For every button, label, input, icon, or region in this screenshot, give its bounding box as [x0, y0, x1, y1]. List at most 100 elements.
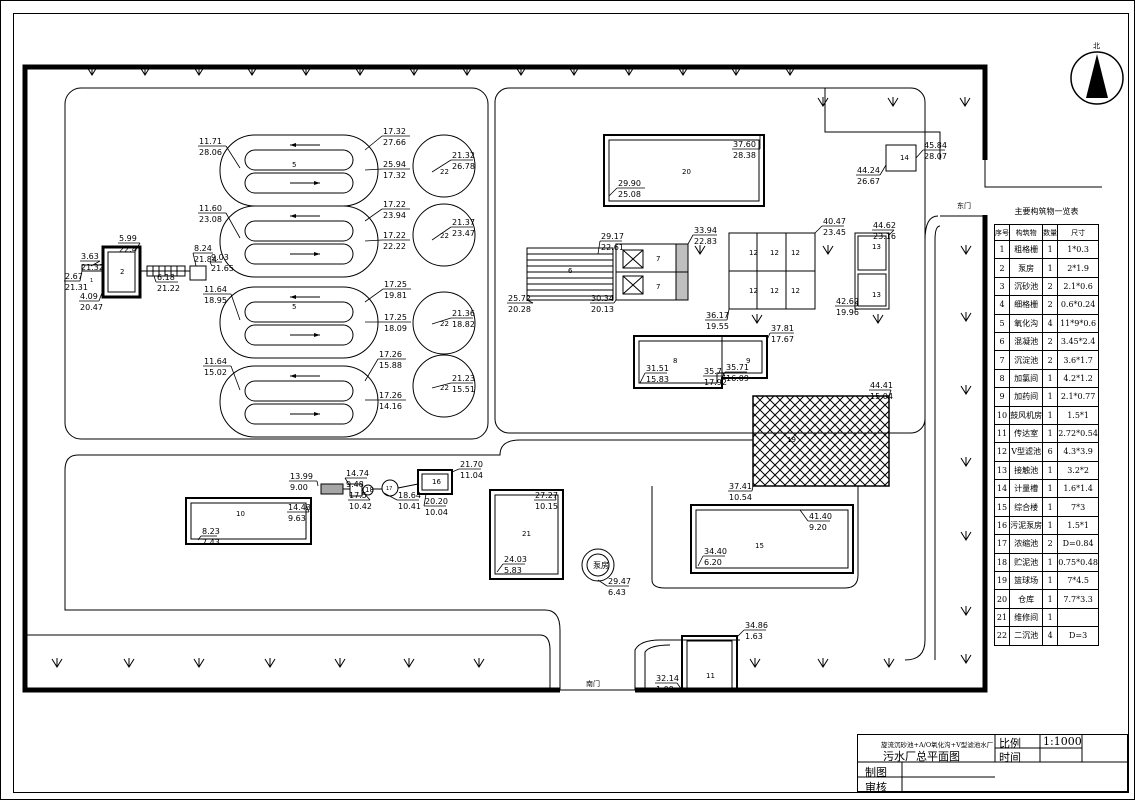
flow-arrows: [290, 143, 320, 416]
elevation-label: 28.38: [733, 151, 756, 160]
road-south: [78, 439, 753, 456]
elevation-label: 10.04: [425, 508, 448, 517]
table-cell: 二沉池: [1009, 626, 1044, 646]
elevation-label: 21.22: [157, 284, 180, 293]
elevation-label: 9.63: [288, 514, 306, 523]
building-number: 22: [440, 320, 449, 328]
flow-arrow: [314, 412, 320, 416]
elevation-label: 14.16: [379, 402, 402, 411]
elevation-label: 6.20: [704, 558, 722, 567]
leader-line: [79, 270, 83, 282]
building-number: 10: [236, 510, 245, 518]
building-number: 2: [120, 268, 124, 276]
flow-arrow: [314, 181, 320, 185]
elevation-label: 18.09: [384, 324, 407, 333]
sludge-pump-house: [417, 469, 453, 495]
elevation-label: 21.31: [65, 283, 88, 292]
v-filters: [728, 232, 816, 310]
leader-line: [362, 491, 371, 501]
table-cell: 加氯间: [1009, 368, 1044, 389]
table-cell: 1: [1042, 589, 1059, 609]
elevation-label: 17.22: [383, 200, 406, 209]
time-label: 时间: [999, 751, 1021, 764]
building-number: 5: [292, 161, 296, 169]
table-cell: 2: [1042, 534, 1059, 554]
table-cell: 2: [1042, 295, 1059, 315]
elevation-label: 11.64: [204, 285, 227, 294]
table-cell: 11*9*0.6: [1057, 313, 1099, 333]
leader-line: [597, 240, 601, 255]
building-number: 14: [900, 154, 909, 162]
elevation-label: 17.92: [704, 378, 727, 387]
elevation-label: 21.84: [194, 255, 217, 264]
leader-line: [225, 145, 241, 169]
leader-line: [915, 149, 924, 159]
leader-line: [431, 317, 452, 325]
table-cell: 1: [1042, 552, 1059, 573]
leader-line: [751, 485, 754, 492]
leader-line: [364, 239, 383, 242]
leader-line: [364, 135, 383, 151]
elevation-label: 11.71: [199, 137, 222, 146]
table-cell: 1: [1042, 479, 1059, 499]
table-cell: 22: [993, 626, 1011, 646]
elevation-label: 34.40: [704, 547, 727, 556]
table-cell: 泵房: [1009, 258, 1044, 278]
elevation-label: 22.47: [119, 245, 142, 254]
leader-line: [364, 358, 379, 382]
elevation-label: 22.61: [601, 243, 624, 252]
elevation-label: 21.65: [211, 264, 234, 273]
table-cell: 1: [1042, 460, 1059, 481]
table-cell: 3: [993, 276, 1011, 297]
gate-south-label: 南门: [586, 679, 600, 688]
oxidation-ditches: [219, 134, 379, 438]
elevation-label: 19.55: [706, 322, 729, 331]
table-cell: 19: [993, 571, 1011, 591]
table-cell: 加药间: [1009, 387, 1044, 407]
table-cell: 21: [993, 607, 1011, 628]
elevation-label: 18.64: [398, 491, 421, 500]
table-cell: 氧化沟: [1009, 313, 1044, 333]
table-cell: 3.2*2: [1057, 460, 1099, 481]
building-number: 8: [673, 357, 677, 365]
elevation-label: 18.82: [452, 320, 475, 329]
elevation-label: 9.03: [211, 253, 229, 262]
leader-line: [888, 229, 895, 236]
table-header: 序号: [993, 224, 1011, 241]
elevation-label: 37.81: [771, 324, 794, 333]
elevation-label: 25.72: [508, 294, 531, 303]
elevation-label: 1.09: [656, 685, 674, 694]
table-cell: 7*3: [1057, 497, 1099, 517]
leader-line: [879, 164, 887, 176]
elevation-label: 45.84: [924, 141, 947, 150]
site-boundary: [22, 64, 988, 693]
leader-line: [209, 261, 213, 267]
elevation-label: 23.08: [199, 215, 222, 224]
elevation-label: 25.08: [618, 190, 641, 199]
elevation-label: 4.09: [80, 292, 98, 301]
elevation-label: 29.17: [601, 232, 624, 241]
leader-line: [316, 480, 319, 487]
table-cell: 2*1.9: [1057, 258, 1099, 278]
table-cell: 12: [993, 442, 1011, 462]
flow-arrow: [314, 333, 320, 337]
north-arrow: 北: [1070, 42, 1124, 105]
leader-line: [364, 208, 383, 222]
elevation-labels: 11.7128.0617.3227.6625.9417.3221.3226.78…: [65, 127, 947, 694]
elevation-label: 19.81: [384, 291, 407, 300]
elevation-label: 9.00: [290, 483, 308, 492]
fountain: [581, 548, 615, 582]
elevation-label: 44.24: [857, 166, 880, 175]
elevation-label: 17.5: [349, 491, 367, 500]
elevation-label: 5.83: [504, 566, 522, 575]
building-number: 19: [787, 436, 796, 444]
elevation-label: 44.62: [873, 221, 896, 230]
building-number: 7: [656, 255, 660, 263]
